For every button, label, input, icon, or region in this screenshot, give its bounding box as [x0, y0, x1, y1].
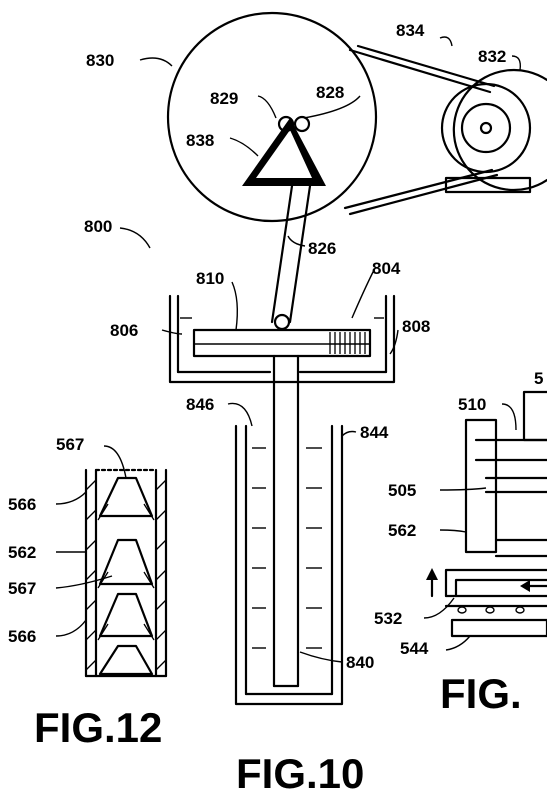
flywheel-830	[166, 11, 378, 223]
label-840: 840	[346, 653, 374, 672]
label-566-bottom: 566	[8, 627, 36, 646]
label-567-top: 567	[56, 435, 84, 454]
fluid-marks	[252, 447, 322, 649]
drive-belt-834	[343, 44, 499, 216]
label-844: 844	[360, 423, 389, 442]
caption-fig-partial: FIG.	[440, 670, 522, 717]
leader-lines	[119, 36, 522, 663]
lower-tank-844	[234, 424, 344, 706]
label-5-partial: 5	[534, 369, 543, 388]
cone-segments	[97, 476, 155, 676]
label-532: 532	[374, 609, 402, 628]
label-800: 800	[84, 217, 112, 236]
label-832: 832	[478, 47, 506, 66]
upper-tank-804	[168, 294, 396, 384]
label-829: 829	[210, 89, 238, 108]
label-830: 830	[86, 51, 114, 70]
label-838: 838	[186, 131, 214, 150]
partial-figure	[426, 390, 547, 638]
label-505: 505	[388, 481, 416, 500]
label-846: 846	[186, 395, 214, 414]
label-806: 806	[110, 321, 138, 340]
rod-840	[272, 354, 300, 688]
crank-bracket-838	[242, 115, 326, 186]
partial-leaders	[423, 403, 517, 651]
label-808: 808	[402, 317, 430, 336]
label-834: 834	[396, 21, 425, 40]
connecting-rod-826	[270, 184, 312, 331]
label-562-right: 562	[388, 521, 416, 540]
fig12-wall	[84, 468, 168, 678]
caption-fig10: FIG.10	[236, 750, 364, 797]
label-544: 544	[400, 639, 429, 658]
label-566-top: 566	[8, 495, 36, 514]
label-562: 562	[8, 543, 36, 562]
caption-fig12: FIG.12	[34, 704, 162, 751]
label-567-mid: 567	[8, 579, 36, 598]
label-804: 804	[372, 259, 401, 278]
motor-pulley-832	[440, 68, 547, 194]
label-810: 810	[196, 269, 224, 288]
fig12-leaders	[55, 445, 127, 637]
label-826: 826	[308, 239, 336, 258]
label-510: 510	[458, 395, 486, 414]
label-828: 828	[316, 83, 344, 102]
piston-plate-810	[192, 328, 372, 358]
